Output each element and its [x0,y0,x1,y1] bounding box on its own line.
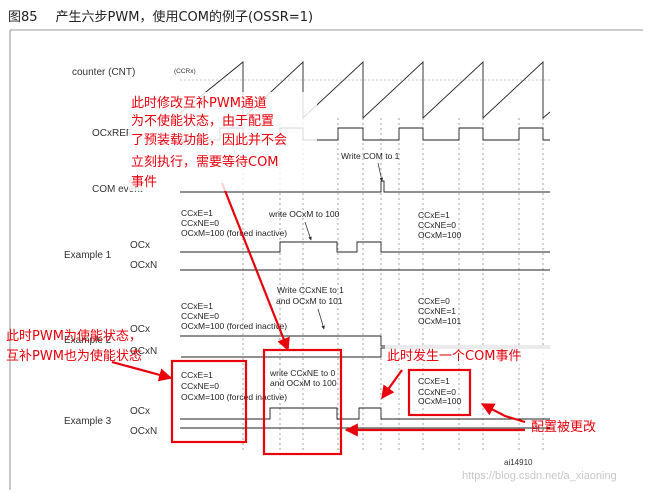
svg-text:CCxE=1: CCxE=1 [181,301,213,311]
ex1-ocx-waveform [180,241,550,253]
ocxref-label: OCxREF [92,128,132,139]
figure-number: 图85 [8,10,38,25]
write-com-note: Write COM to 1 [341,151,400,161]
ex2-write-arrow [317,308,325,330]
svg-text:CCxNE=0: CCxNE=0 [181,311,219,321]
svg-text:CCxNE=0: CCxNE=0 [181,381,219,391]
svg-text:OCxM=100 (forced inactive): OCxM=100 (forced inactive) [181,321,287,331]
svg-text:OCxM=100: OCxM=100 [418,396,461,406]
svg-text:OCxM=101: OCxM=101 [418,316,461,326]
box-enabled-state [170,359,248,444]
ex2-after-config: CCxE=0 CCxNE=1 OCxM=101 [418,296,461,326]
annotation-changed: 配置被更改 [531,420,596,435]
figure-title: 图85 产生六步PWM，使用COM的例子(OSSR=1) [8,6,313,25]
svg-text:Write CCxNE to 1: Write CCxNE to 1 [277,285,344,295]
annotation-left: 此时PWM为使能状态， 互补PWM也为使能状态 [6,328,142,364]
svg-text:write CCxNE to 0: write CCxNE to 0 [269,368,335,378]
svg-text:立刻执行，需要等待COM: 立刻执行，需要等待COM [131,154,279,170]
annotation-com: 此时发生一个COM事件 [385,345,557,364]
ex3-after-config: CCxE=1 CCxNE=0 OCxM=100 [418,376,461,406]
svg-text:互补PWM也为使能状态: 互补PWM也为使能状态 [6,348,142,364]
svg-text:OCxM=100 (forced inactive): OCxM=100 (forced inactive) [181,228,287,238]
ex3-ocx-waveform [180,407,550,420]
example-1-label: Example 1 [64,250,112,261]
ex3-write-note: write CCxNE to 0 and OCxM to 100 [269,368,337,388]
svg-text:事件: 事件 [131,175,157,190]
svg-text:此时发生一个COM事件: 此时发生一个COM事件 [387,348,522,364]
ex3-ocx-label: OCx [130,406,150,417]
box-new-config [407,368,472,417]
arrow-left-to-box [111,360,173,382]
svg-text:此时修改互补PWM通道: 此时修改互补PWM通道 [131,96,267,111]
svg-text:CCxE=0: CCxE=0 [418,296,450,306]
svg-text:CCxE=1: CCxE=1 [181,208,213,218]
svg-text:and OCxM to 100: and OCxM to 100 [270,378,337,388]
example-2-label: Example 2 [64,335,112,346]
arrow-com-event [381,369,403,400]
svg-text:OCxM=100: OCxM=100 [418,230,461,240]
svg-text:CCxNE=0: CCxNE=0 [181,218,219,228]
ex1-write-arrow [304,221,312,241]
annotation-top: 此时修改互补PWM通道 为不使能状态，由于配置 了预装载功能，因此并不会 立刻执… [128,92,317,191]
ex1-ocxn-label: OCxN [130,260,157,271]
svg-text:OCxM=100 (forced inactive): OCxM=100 (forced inactive) [181,392,287,402]
ex1-ocx-label: OCx [130,240,150,251]
svg-text:CCxNE=1: CCxNE=1 [418,306,456,316]
figure-id: ai14910 [504,458,533,467]
ex2-ocx-waveform [180,335,550,347]
watermark: https://blog.csdn.net/a_xiaoning [462,470,617,482]
svg-text:为不使能状态，由于配置: 为不使能状态，由于配置 [131,113,274,129]
svg-text:了预装载功能，因此并不会: 了预装载功能，因此并不会 [131,133,287,148]
ex2-ocxn-label: OCxN [130,346,157,357]
svg-text:CCxE=1: CCxE=1 [418,376,450,386]
com-event-label: COM event [92,184,143,195]
ex2-ocx-label: OCx [130,324,150,335]
svg-text:and OCxM to 101: and OCxM to 101 [276,296,343,306]
svg-text:CCxE=1: CCxE=1 [418,210,450,220]
arrow-top-to-write [220,182,290,352]
write-com-arrow [377,162,384,182]
ex2-before-config: CCxE=1 CCxNE=0 OCxM=100 (forced inactive… [181,301,287,331]
ex1-write-note: write OCxM to 100 [268,209,340,219]
counter-label: counter (CNT) [72,67,135,78]
ex3-before-config: CCxE=1 CCxNE=0 OCxM=100 (forced inactive… [181,370,287,402]
ex1-before-config: CCxE=1 CCxNE=0 OCxM=100 (forced inactive… [181,208,287,238]
ex1-after-config: CCxE=1 CCxNE=0 OCxM=100 [418,210,461,240]
svg-text:CCxNE=0: CCxNE=0 [418,387,456,397]
arrow-changed-to-box [480,403,526,424]
box-write-config [262,348,343,456]
figure-caption: 产生六步PWM，使用COM的例子(OSSR=1) [55,10,314,25]
svg-text:此时PWM为使能状态，: 此时PWM为使能状态， [6,328,142,344]
ex3-ocxn-label: OCxN [130,426,157,437]
svg-text:CCxE=1: CCxE=1 [181,370,213,380]
ex2-write-note: Write CCxNE to 1 and OCxM to 101 [276,285,344,306]
ccrx-label: (CCRx) [174,68,196,75]
example-3-label: Example 3 [64,416,112,427]
svg-text:CCxNE=0: CCxNE=0 [418,220,456,230]
